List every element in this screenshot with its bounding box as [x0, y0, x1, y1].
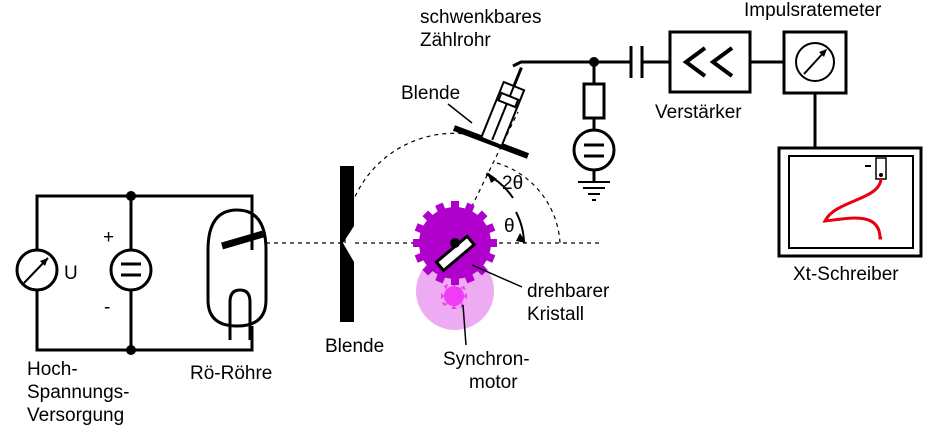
theta-label: θ: [504, 216, 515, 237]
slit-aperture: [340, 166, 354, 322]
slit-top-leader: [447, 103, 473, 124]
slit-top-label: Blende: [401, 83, 460, 104]
voltmeter: [15, 248, 59, 292]
two-theta-label: 2θ: [502, 173, 523, 194]
power-supply-label-line1: Hoch-: [27, 359, 78, 380]
tube-label: Rö-Röhre: [190, 363, 272, 384]
crystal-leader: [471, 264, 523, 288]
arrow-dial-icon: [795, 42, 835, 82]
amplifier: [668, 30, 752, 94]
motor-label-line1: Synchron-: [443, 349, 530, 370]
ratemeter-label: Impulsratemeter: [744, 0, 882, 21]
dc-source: [109, 248, 153, 292]
rotating-crystal: [434, 234, 477, 273]
voltmeter-unit-label: U: [64, 263, 78, 284]
double-chevron-left-icon: [682, 46, 734, 78]
power-supply-label-line2: Spannungs-: [27, 382, 129, 403]
ratemeter: [782, 30, 848, 95]
counter-tube: [479, 67, 526, 148]
power-supply-label-line3: Versorgung: [27, 405, 124, 426]
crystal-label-line1: drehbarer: [527, 281, 610, 302]
xray-tube: [206, 208, 268, 340]
motor-label-line2: motor: [469, 372, 518, 393]
crystal-label-line2: Kristall: [527, 304, 584, 325]
power-supply-circuit: [35, 191, 254, 355]
amplifier-label: Verstärker: [655, 102, 742, 123]
plus-label: +: [103, 227, 114, 248]
minus-label: -: [104, 297, 110, 318]
xt-recorder: [777, 146, 923, 258]
counter-tube-label-line2: Zählrohr: [420, 30, 491, 51]
motor-leader: [462, 304, 467, 346]
slit-bottom-label: Blende: [325, 336, 384, 357]
recorder-trace: [822, 177, 883, 240]
counter-tube-label-line1: schwenkbares: [420, 7, 541, 28]
signal-circuit: [512, 46, 817, 201]
recorder-label: Xt-Schreiber: [793, 264, 899, 285]
